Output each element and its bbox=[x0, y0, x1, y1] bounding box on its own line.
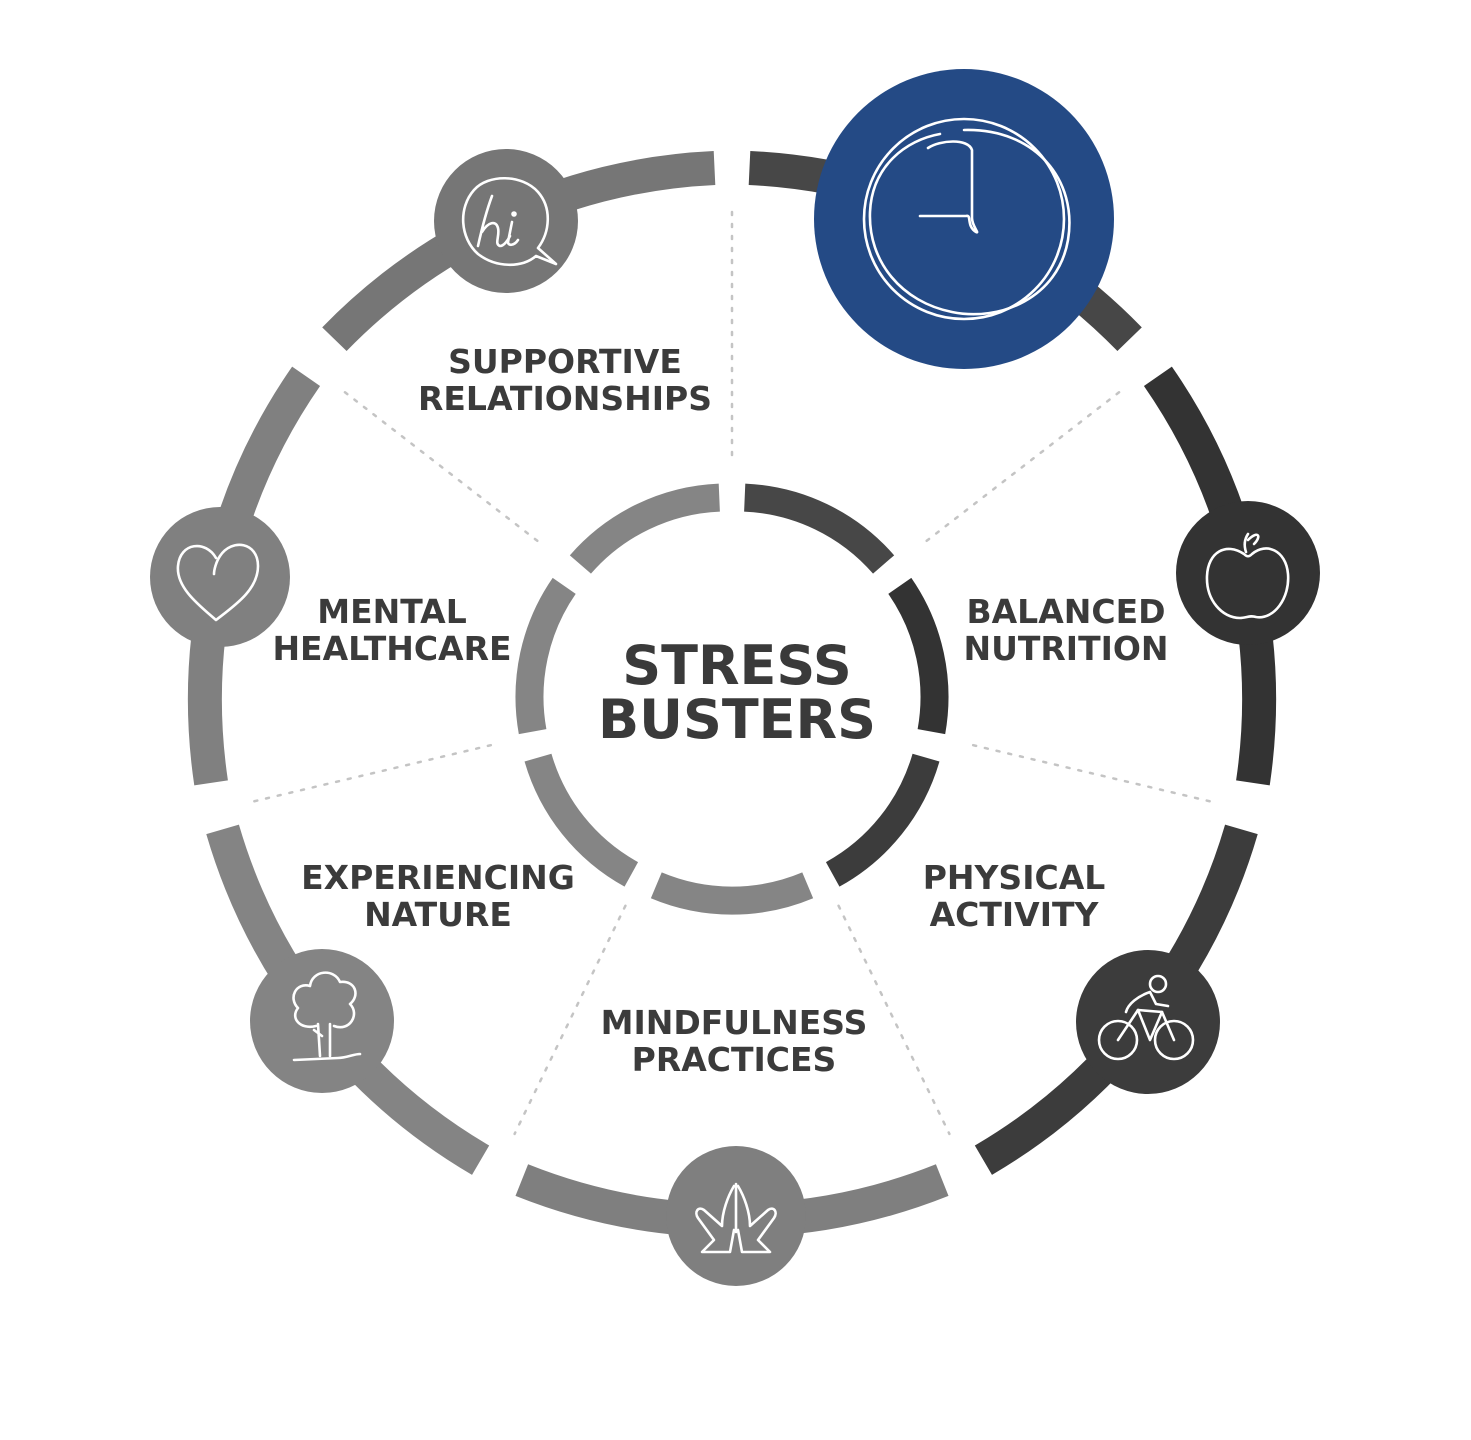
activity-badge bbox=[1076, 950, 1220, 1094]
label-nature-line2: NATURE bbox=[364, 895, 512, 934]
mindfulness-badge bbox=[666, 1146, 806, 1286]
inner-arc-mental bbox=[515, 577, 576, 735]
sleep-badge-circle bbox=[814, 69, 1114, 369]
divider-spoke bbox=[925, 387, 1125, 543]
label-relationships-line2: RELATIONSHIPS bbox=[418, 379, 712, 418]
speech-bubble-hi-icon bbox=[461, 177, 558, 267]
nature-badge-circle bbox=[250, 949, 394, 1093]
label-activity-line2: ACTIVITY bbox=[930, 895, 1100, 934]
center-title: STRESS BUSTERS bbox=[598, 634, 876, 751]
divider-spokes bbox=[252, 208, 1212, 1136]
inner-arc-nutrition bbox=[888, 577, 949, 735]
inner-arc-relationships bbox=[569, 483, 721, 574]
inner-arc-nature bbox=[524, 753, 639, 887]
nutrition-badge-circle bbox=[1176, 501, 1320, 645]
divider-spoke bbox=[971, 743, 1212, 803]
center-title-line1: STRESS bbox=[622, 634, 852, 697]
icon-badges bbox=[150, 69, 1320, 1286]
bicycle-icon bbox=[1097, 974, 1195, 1061]
sleep-badge bbox=[814, 69, 1114, 369]
praying-hands-icon bbox=[695, 1182, 777, 1254]
divider-spoke bbox=[252, 743, 493, 803]
relationships-badge-circle bbox=[434, 149, 578, 293]
segment-labels: BALANCED NUTRITION PHYSICAL ACTIVITY MIN… bbox=[272, 342, 1168, 1079]
nutrition-badge bbox=[1176, 501, 1320, 645]
clock-icon bbox=[862, 117, 1071, 321]
inner-ring bbox=[515, 483, 949, 915]
label-nutrition-line1: BALANCED bbox=[966, 592, 1165, 631]
relationships-badge bbox=[434, 149, 578, 293]
mental-badge bbox=[150, 507, 290, 647]
activity-badge-circle bbox=[1076, 950, 1220, 1094]
label-relationships-line1: SUPPORTIVE bbox=[448, 342, 682, 381]
label-nutrition-line2: NUTRITION bbox=[963, 629, 1168, 668]
label-mindfulness-line1: MINDFULNESS bbox=[601, 1003, 868, 1042]
label-nature-line1: EXPERIENCING bbox=[301, 858, 575, 897]
mental-badge-circle bbox=[150, 507, 290, 647]
label-mindfulness-line2: PRACTICES bbox=[632, 1040, 837, 1079]
inner-arc-mindfulness bbox=[650, 872, 814, 915]
label-activity-line1: PHYSICAL bbox=[923, 858, 1106, 897]
label-mental-line2: HEALTHCARE bbox=[272, 629, 511, 668]
nature-badge bbox=[250, 949, 394, 1093]
heart-icon bbox=[176, 543, 260, 622]
inner-arc-sleep bbox=[743, 483, 895, 574]
apple-icon bbox=[1205, 532, 1290, 620]
center-title-line2: BUSTERS bbox=[598, 688, 876, 751]
label-mental-line1: MENTAL bbox=[317, 592, 467, 631]
inner-arc-activity bbox=[825, 753, 940, 887]
divider-spoke bbox=[339, 387, 539, 543]
tree-icon bbox=[292, 971, 362, 1062]
